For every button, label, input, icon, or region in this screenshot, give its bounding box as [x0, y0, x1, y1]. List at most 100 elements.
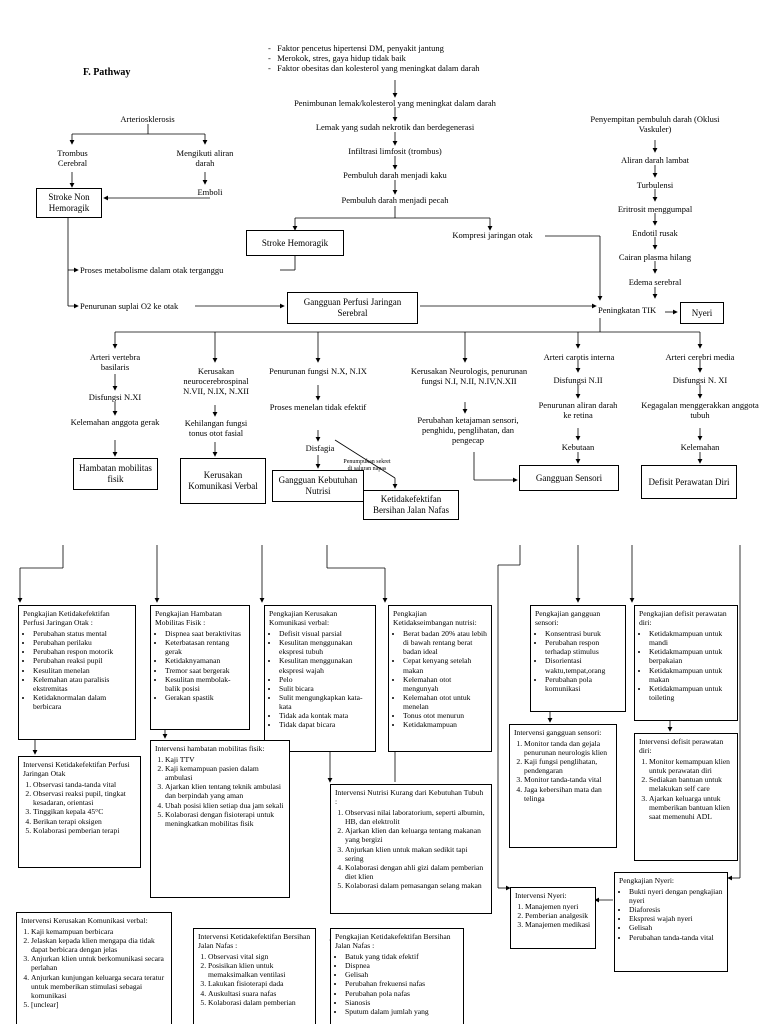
- right-chain-step: Edema serebral: [628, 277, 682, 287]
- panel-title: Pengkajian Ketidakseimbangan nutrisi:: [393, 609, 477, 628]
- arteriosklerosis-label: Arteriosklerosis: [120, 114, 175, 124]
- branch4-step: Kerusakan Neurologis, penurunan fungsi N…: [410, 366, 528, 386]
- panel-title: Pengkajian Ketidakefektifan Perfusi Jari…: [23, 609, 110, 628]
- list-item: Berat badan 20% atau lebih di bawah rent…: [403, 629, 487, 656]
- list-item: Kesulitan membolak-balik posisi: [165, 675, 245, 693]
- panel-title: Pengkajian defisit perawatan diri:: [639, 609, 727, 628]
- pengkajian-perfusi-panel: Pengkajian Ketidakefektifan Perfusi Jari…: [18, 605, 136, 740]
- panel-title: Intervensi Ketidakefektifan Bersihan Jal…: [198, 932, 311, 951]
- list-item: Manajemen medikasi: [525, 920, 591, 929]
- jalan-nafas-box: Ketidakefektifan Bersihan Jalan Nafas: [363, 490, 459, 520]
- list-item: Kolaborasi pemberian terapi: [33, 826, 136, 835]
- list-item: Auskultasi suara nafas: [208, 989, 311, 998]
- stroke-non-hemoragik-box: Stroke Non Hemoragik: [36, 188, 102, 218]
- list-item: Sulit mengungkapkan kata-kata: [279, 693, 371, 711]
- disfagia-label: Disfagia: [305, 443, 335, 453]
- list-item: Kaji TTV: [165, 755, 285, 764]
- list-item: Ketidakmampuan untuk makan: [649, 666, 733, 684]
- list-item: Ajarkan klien dan keluarga tentang makan…: [345, 826, 487, 844]
- kerusakan-komunikasi-box: Kerusakan Komunikasi Verbal: [180, 458, 266, 504]
- cause-item: Faktor pencetus hipertensi DM, penyakit …: [277, 43, 444, 53]
- list-item: Perubahan reaksi pupil: [33, 656, 131, 665]
- list-item: Perubahan pola nafas: [345, 989, 459, 998]
- list-item: Ajarkan klien tentang teknik ambulasi da…: [165, 782, 285, 800]
- list-item: Perubahan perilaku: [33, 638, 131, 647]
- list-item: Kesulitan menelan: [33, 666, 131, 675]
- list-item: Defisit visual parsial: [279, 629, 371, 638]
- pengkajian-komunikasi-panel: Pengkajian Kerusakan Komunikasi verbal: …: [264, 605, 376, 752]
- gangguan-sensori-box: Gangguan Sensori: [519, 465, 619, 491]
- list-item: Ajarkan keluarga untuk memberikan bantua…: [649, 794, 733, 821]
- branch5-step: Disfungsi N.II: [553, 375, 603, 385]
- panel-title: Intervensi Nutrisi Kurang dari Kebutuhan…: [335, 788, 484, 807]
- branch3-step: Penurunan fungsi N.X, N.IX: [269, 366, 367, 376]
- list-item: [unclear]: [31, 1000, 167, 1009]
- list-item: Jaga kebersihan mata dan telinga: [524, 785, 612, 803]
- right-chain-step: Turbulensi: [636, 180, 674, 190]
- mengikuti-aliran-label: Mengikuti aliran darah: [176, 148, 234, 168]
- list-item: Berikan terapi oksigen: [33, 817, 136, 826]
- right-chain-step: Endotil rusak: [632, 228, 678, 238]
- intervensi-nyeri-panel: Intervensi Nyeri: Manajemen nyeri Pember…: [510, 887, 596, 949]
- list-item: Sianosis: [345, 998, 459, 1007]
- intervensi-sensori-panel: Intervensi gangguan sensori: Monitor tan…: [509, 724, 617, 848]
- right-chain-step: Eritrosit menggumpal: [617, 204, 693, 214]
- pengkajian-defisit-panel: Pengkajian defisit perawatan diri: Ketid…: [634, 605, 738, 721]
- list-item: Manajemen nyeri: [525, 902, 591, 911]
- list-item: Anjurkan klien untuk berkomunikasi secar…: [31, 954, 167, 972]
- panel-title: Intervensi gangguan sensori:: [514, 728, 602, 737]
- emboli-label: Emboli: [197, 187, 223, 197]
- list-item: Bukti nyeri dengan pengkajian nyeri: [629, 887, 723, 905]
- list-item: Kelemahan atau paralisis ekstremitas: [33, 675, 131, 693]
- list-item: Ketidaknyamanan: [165, 656, 245, 665]
- branch1-step: Disfungsi N.XI: [88, 392, 142, 402]
- chain-step: Pembuluh darah menjadi kaku: [343, 170, 447, 180]
- branch2-step: Kerusakan neurocerebrospinal N.VII, N.IX…: [183, 366, 249, 396]
- pengkajian-jalan-nafas-panel: Pengkajian Ketidakefektifan Bersihan Jal…: [330, 928, 464, 1024]
- branch1-step: Arteri vertebra basilaris: [89, 352, 141, 372]
- list-item: Monitor tanda-tanda vital: [524, 775, 612, 784]
- pengkajian-mobilitas-panel: Pengkajian Hambatan Mobilitas Fisik : Di…: [150, 605, 250, 730]
- hambatan-mobilitas-box: Hambatan mobilitas fisik: [73, 458, 158, 490]
- list-item: Dispnea: [345, 961, 459, 970]
- list-item: Konsentrasi buruk: [545, 629, 621, 638]
- list-item: Perubahan respon motorik: [33, 647, 131, 656]
- chain-step: Infiltrasi limfosit (trombus): [348, 146, 442, 156]
- branch6-step: Kelemahan: [680, 442, 720, 452]
- list-item: Disorientasi waktu,tempat,orang: [545, 656, 621, 674]
- top-causes-list: - Faktor pencetus hipertensi DM, penyaki…: [268, 43, 480, 73]
- list-item: Batuk yang tidak efektif: [345, 952, 459, 961]
- list-item: Kolaborasi dengan ahli gizi dalam pember…: [345, 863, 487, 881]
- list-item: Posisikan klien untuk memaksimalkan vent…: [208, 961, 311, 979]
- list-item: Tidak dapat bicara: [279, 720, 371, 729]
- panel-title: Pengkajian Hambatan Mobilitas Fisik :: [155, 609, 222, 628]
- section-title: F. Pathway: [83, 67, 131, 78]
- intervensi-komunikasi-panel: Intervensi Kerusakan Komunikasi verbal: …: [16, 912, 172, 1024]
- list-item: Gelisah: [345, 970, 459, 979]
- cause-item: Faktor obesitas dan kolesterol yang meni…: [277, 63, 480, 73]
- list-item: Kaji kemampuan berbicara: [31, 927, 167, 936]
- intervensi-defisit-panel: Intervensi defisit perawatan diri: Monit…: [634, 733, 738, 861]
- list-item: Ketidakmampuan untuk mandi: [649, 629, 733, 647]
- peningkatan-tik-label: Peningkatan TIK: [598, 305, 657, 315]
- pengkajian-nutrisi-panel: Pengkajian Ketidakseimbangan nutrisi: Be…: [388, 605, 492, 752]
- list-item: Cepat kenyang setelah makan: [403, 656, 487, 674]
- list-item: Pelo: [279, 675, 371, 684]
- list-item: Kesulitan menggunakan ekspresi wajah: [279, 656, 371, 674]
- intervensi-mobilitas-panel: Intervensi hambatan mobilitas fisik: Kaj…: [150, 740, 290, 898]
- list-item: Tonus otot menurun: [403, 711, 487, 720]
- nyeri-box: Nyeri: [680, 302, 724, 324]
- list-item: Diaforesis: [629, 905, 723, 914]
- branch2-step: Kehilangan fungsi tonus otot fasial: [184, 418, 248, 438]
- list-item: Keterbatasan rentang gerak: [165, 638, 245, 656]
- pengkajian-sensori-panel: Pengkajian gangguan sensori: Konsentrasi…: [530, 605, 626, 712]
- panel-title: Pengkajian gangguan sensori:: [535, 609, 601, 628]
- list-item: Lakukan fisioterapi dada: [208, 979, 311, 988]
- list-item: Observasi nilai laboratorium, seperti al…: [345, 808, 487, 826]
- list-item: Anjurkan kunjungan keluarga secara terat…: [31, 973, 167, 1000]
- list-item: Kolaborasi dalam pemberian: [208, 998, 311, 1007]
- branch6-step: Disfungsi N. XI: [672, 375, 728, 385]
- list-item: Ketidaknormalan dalam berbicara: [33, 693, 131, 711]
- gangguan-nutrisi-box: Gangguan Kebutuhan Nutrisi: [272, 470, 364, 502]
- branch6-step: Arteri cerebri media: [665, 352, 735, 362]
